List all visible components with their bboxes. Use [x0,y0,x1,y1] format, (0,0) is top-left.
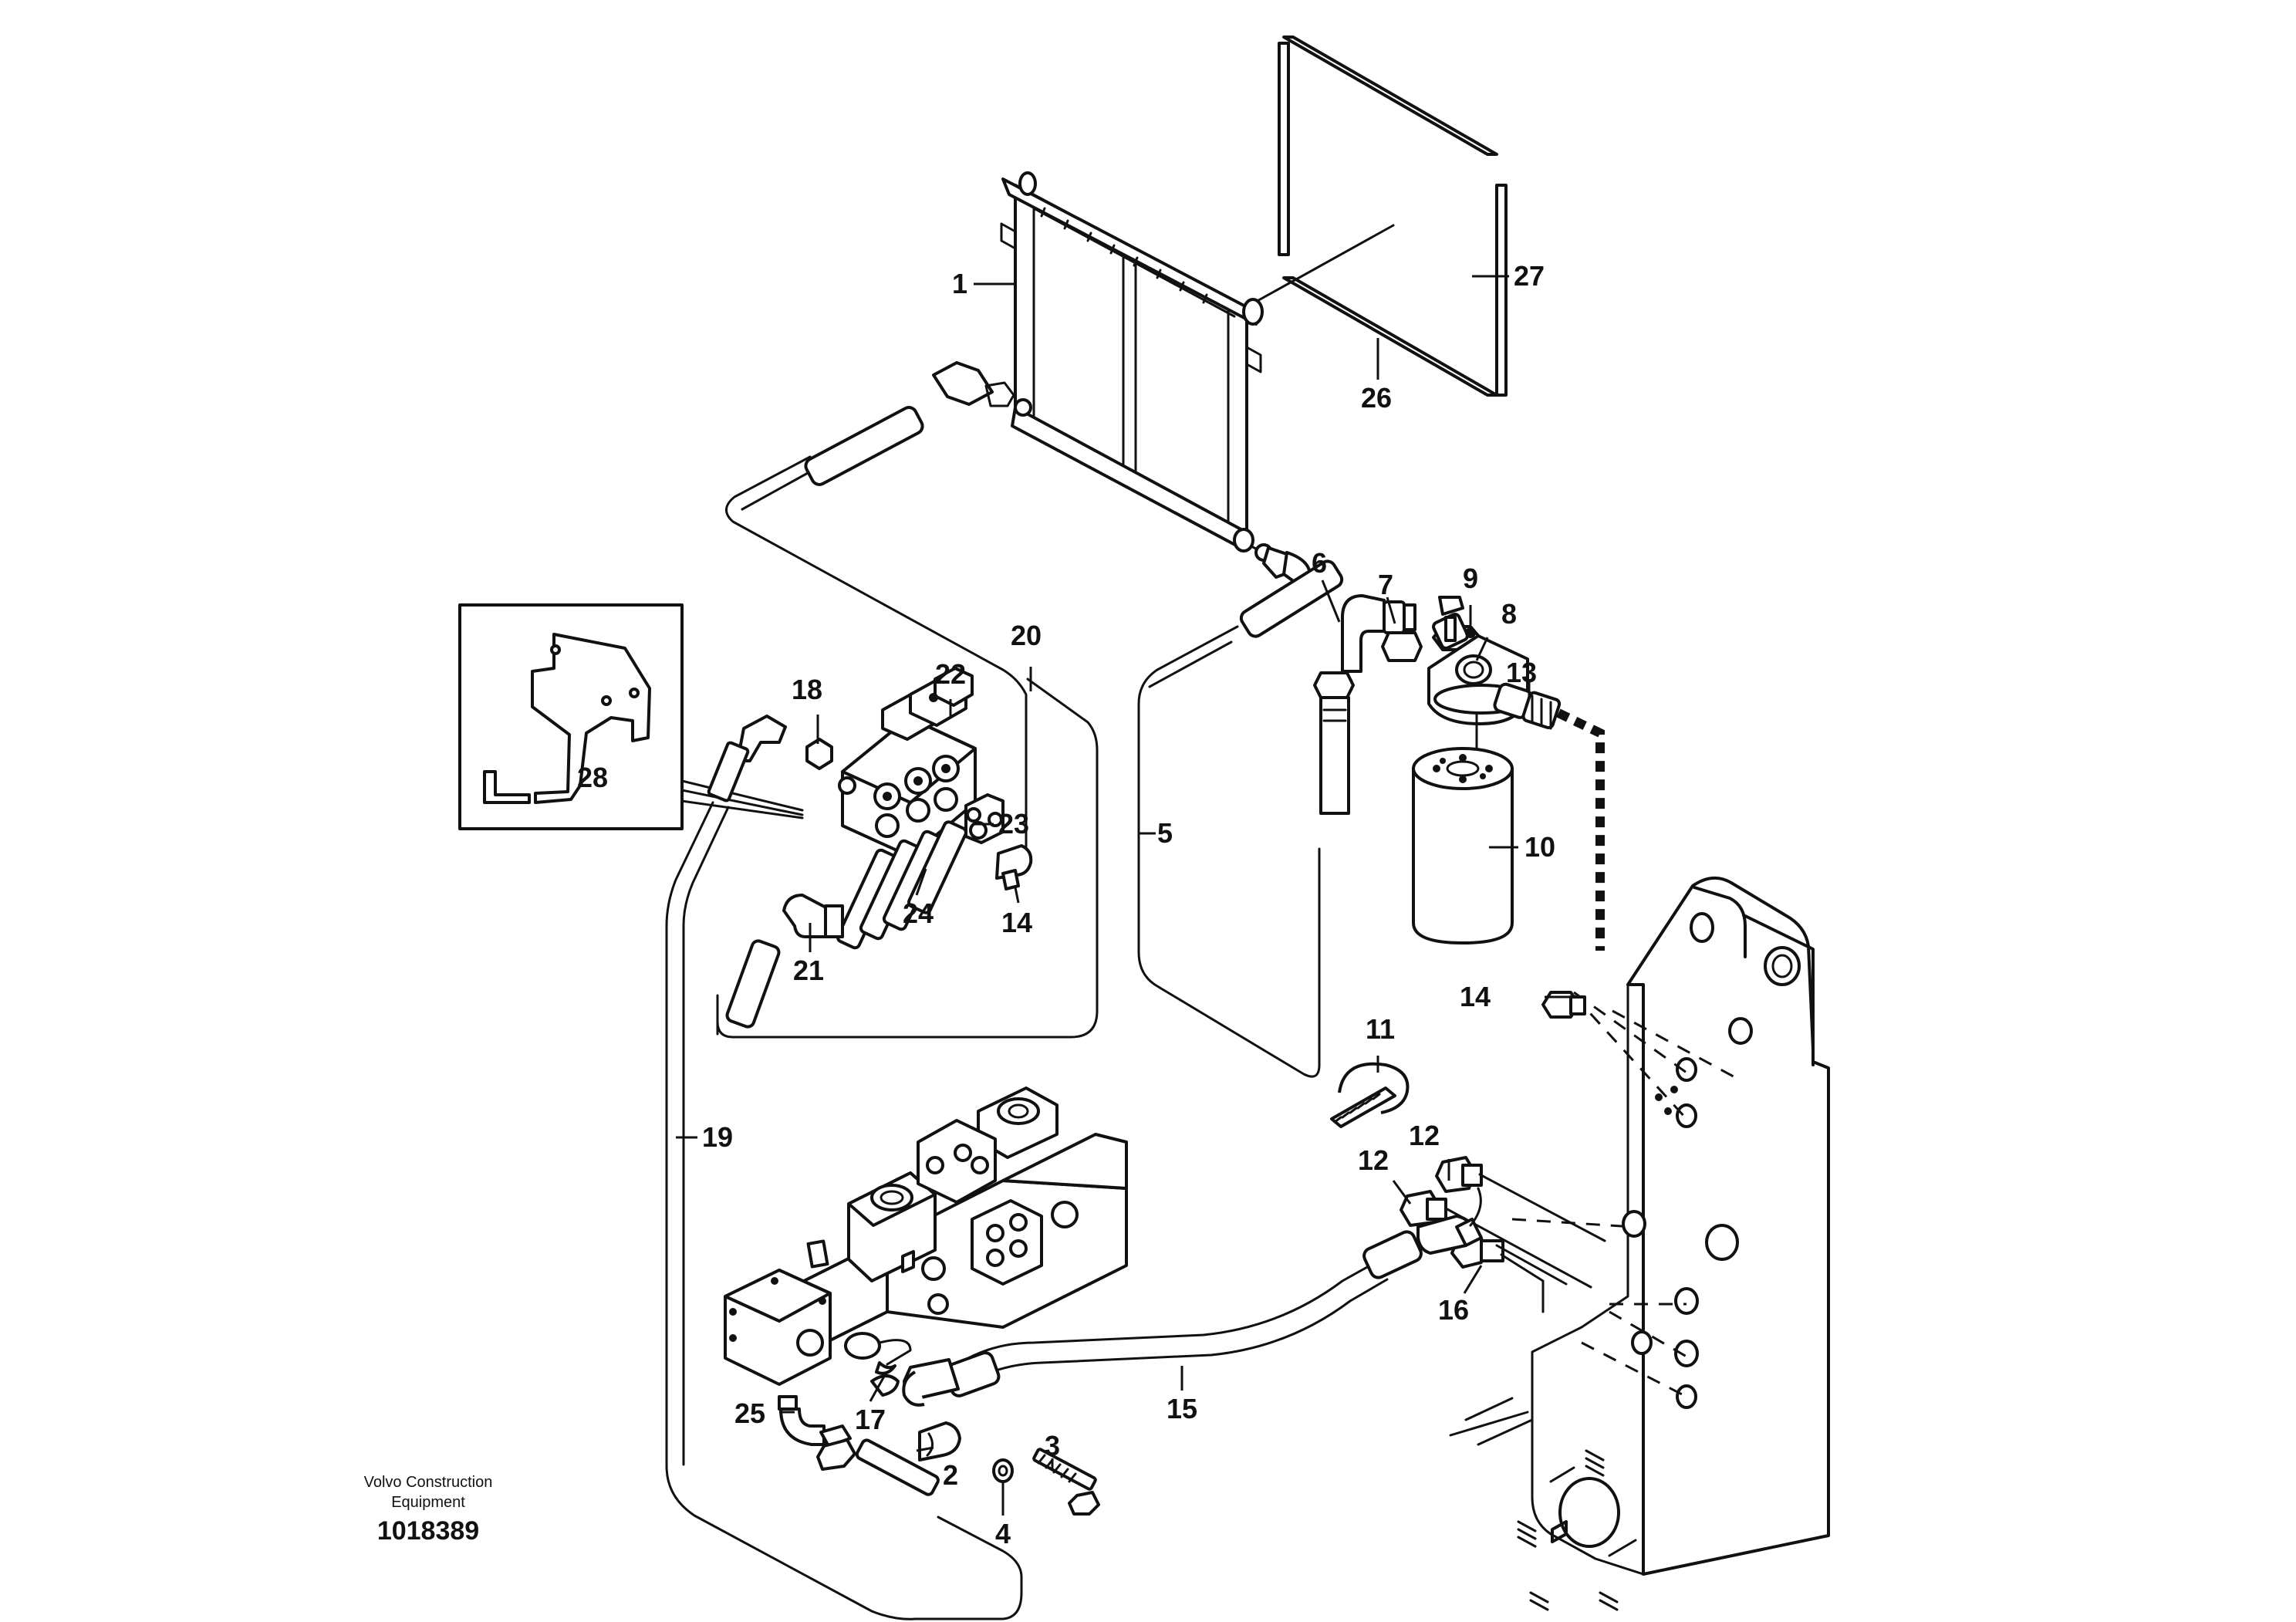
callout-1: 1 [952,268,967,299]
callout-21: 21 [793,955,824,986]
hose-5 [725,361,1344,1078]
seal-strips [1253,35,1508,397]
lower-fittings [778,1374,1100,1516]
valve-block-24 [716,667,1099,1039]
callout-16: 16 [1438,1294,1469,1326]
callout-11: 11 [1366,1013,1395,1045]
publisher-line-2: Equipment [391,1494,465,1511]
fittings-6-7 [1313,594,1481,815]
frame-fittings [1400,991,1606,1313]
publisher-credit: Volvo Construction Equipment [305,1472,552,1512]
callout-8: 8 [1501,598,1517,630]
callout-12b: 12 [1358,1144,1389,1176]
callout-25: 25 [734,1397,765,1429]
callout-23: 23 [998,808,1029,840]
callout-24: 24 [903,897,934,929]
callout-18: 18 [792,674,822,705]
hydraulic-pump [724,1086,1128,1386]
callout-4: 4 [995,1518,1011,1549]
callout-2: 2 [943,1459,958,1491]
fitting-13 [1493,682,1605,951]
callout-numbers: 1 27 26 6 7 9 8 13 10 5 20 22 18 23 24 1… [577,260,1555,1549]
hose-15 [902,1187,1483,1407]
callout-6: 6 [1312,547,1327,579]
callout-19: 19 [702,1121,733,1153]
oil-filter-10 [1412,713,1514,944]
oil-cooler [1000,171,1264,552]
hose-clamp-11 [1330,1062,1410,1128]
callout-7: 7 [1378,569,1393,600]
callout-13: 13 [1506,657,1537,688]
callout-20: 20 [1011,620,1042,651]
callout-3: 3 [1045,1430,1060,1461]
callout-17: 17 [855,1404,886,1435]
callout-27: 27 [1514,260,1545,292]
frame [1449,877,1830,1611]
leader-lines [676,275,1574,1516]
document-number: 1018389 [376,1516,480,1546]
callout-14b: 14 [1460,981,1491,1012]
callout-12a: 12 [1409,1120,1440,1151]
hose-19 [665,715,1023,1620]
callout-28: 28 [577,762,608,793]
callout-22: 22 [935,658,966,690]
callout-10: 10 [1524,831,1555,863]
inset-box-28 [458,603,804,830]
callout-15: 15 [1167,1393,1197,1424]
callout-14a: 14 [1001,907,1032,938]
callout-5: 5 [1157,817,1173,849]
callout-9: 9 [1463,563,1478,594]
publisher-line-1: Volvo Construction [363,1474,493,1491]
callout-26: 26 [1361,382,1392,414]
